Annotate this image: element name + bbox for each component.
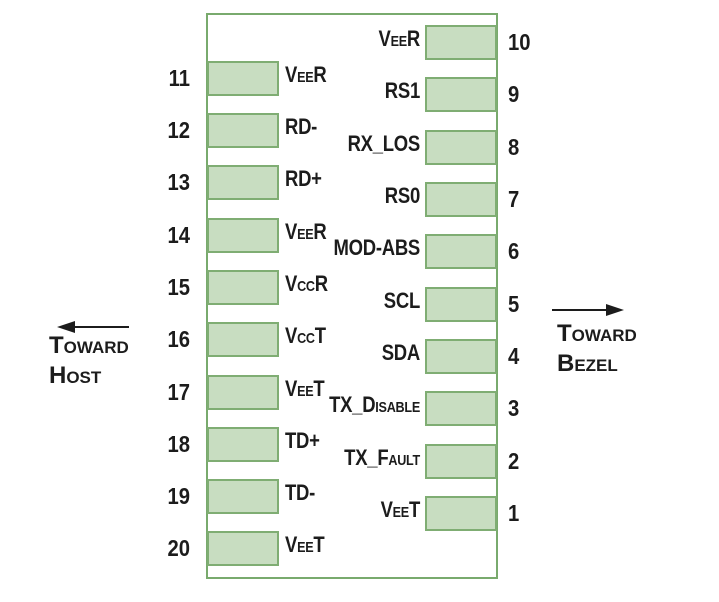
pin-row: 11 VeeR — [0, 61, 719, 96]
pin-pad — [425, 287, 497, 322]
pin-row: SCL 5 — [0, 287, 719, 322]
pin-pad — [425, 25, 497, 60]
pin-row: RS0 7 — [0, 182, 719, 217]
pin-label: VeeT — [285, 376, 325, 401]
pin-row: 16 VccT — [0, 322, 719, 357]
pin-number: 18 — [167, 431, 190, 457]
pin-number: 3 — [508, 395, 520, 421]
toward-host-label-line2: Host — [49, 362, 102, 389]
pin-number: 20 — [167, 535, 190, 561]
pin-number: 1 — [508, 500, 520, 526]
pin-row: 17 VeeT — [0, 375, 719, 410]
pin-pad — [207, 113, 279, 148]
pin-pad — [207, 322, 279, 357]
pin-pad — [425, 234, 497, 269]
pin-label: RX_LOS — [347, 131, 421, 156]
pin-pad — [207, 270, 279, 305]
pin-number: 6 — [508, 238, 520, 264]
pin-label: SCL — [383, 288, 420, 313]
pin-row: 13 RD+ — [0, 165, 719, 200]
pin-number: 4 — [508, 343, 520, 369]
pin-label: RD- — [285, 114, 318, 139]
toward-bezel-label-line2: Bezel — [557, 350, 618, 377]
pin-label: TD- — [285, 480, 316, 505]
pin-pad — [207, 218, 279, 253]
pin-row: 20 VeeT — [0, 531, 719, 566]
pin-label: RD+ — [285, 166, 322, 191]
pin-label: RS1 — [384, 78, 420, 103]
pin-number: 14 — [167, 222, 190, 248]
pin-number: 5 — [508, 291, 520, 317]
pin-row: 12 RD- — [0, 113, 719, 148]
pin-pad — [425, 77, 497, 112]
pin-pad — [207, 427, 279, 462]
pin-pad — [425, 339, 497, 374]
pin-pad — [425, 130, 497, 165]
pin-row: VeeR 10 — [0, 25, 719, 60]
pin-row: MOD-ABS 6 — [0, 234, 719, 269]
pin-number: 7 — [508, 186, 520, 212]
toward-bezel-arrow — [552, 303, 624, 317]
pin-row: RS1 9 — [0, 77, 719, 112]
pin-number: 8 — [508, 134, 520, 160]
pin-label: VeeR — [378, 26, 421, 51]
left-arrow-icon — [57, 321, 75, 333]
pin-number: 9 — [508, 81, 520, 107]
pin-row: 19 TD- — [0, 479, 719, 514]
pin-row: VeeT 1 — [0, 496, 719, 531]
pin-label: TD+ — [285, 428, 320, 453]
pin-row: 14 VeeR — [0, 218, 719, 253]
pin-label: VeeT — [380, 497, 421, 522]
pin-number: 10 — [508, 29, 531, 55]
pin-row: TX_Fault 2 — [0, 444, 719, 479]
pin-pad — [425, 444, 497, 479]
pin-pad — [425, 391, 497, 426]
toward-host-label-line1: Toward — [49, 332, 129, 359]
pin-number: 13 — [167, 169, 190, 195]
pin-label: VeeR — [285, 219, 327, 244]
pin-number: 17 — [167, 379, 190, 405]
pin-row: 18 TD+ — [0, 427, 719, 462]
pin-label: VccR — [285, 271, 328, 296]
pin-pad — [425, 182, 497, 217]
pin-label: SDA — [381, 340, 421, 365]
pin-row: TX_Disable 3 — [0, 391, 719, 426]
pin-number: 15 — [167, 274, 190, 300]
arrow-shaft — [552, 309, 606, 311]
pin-label: VeeR — [285, 62, 327, 87]
pin-pad — [425, 496, 497, 531]
right-arrow-icon — [606, 304, 624, 316]
pin-number: 11 — [168, 65, 190, 91]
toward-host-arrow — [57, 320, 129, 334]
pin-label: TX_Disable — [329, 392, 420, 417]
pin-pad — [207, 61, 279, 96]
pin-label: VccT — [285, 323, 326, 348]
pin-pad — [207, 165, 279, 200]
pin-number: 2 — [508, 448, 520, 474]
pin-pad — [207, 531, 279, 566]
pin-label: MOD-ABS — [333, 235, 420, 260]
pin-pad — [207, 479, 279, 514]
pin-label: TX_Fault — [344, 445, 420, 470]
toward-bezel-label-line1: Toward — [557, 320, 637, 347]
pin-number: 12 — [167, 117, 190, 143]
pin-label: RS0 — [384, 183, 420, 208]
pin-row: 15 VccR — [0, 270, 719, 305]
pin-number: 19 — [167, 483, 190, 509]
arrow-shaft — [75, 326, 129, 328]
pin-number: 16 — [167, 326, 190, 352]
pin-row: SDA 4 — [0, 339, 719, 374]
pin-pad — [207, 375, 279, 410]
pin-row: RX_LOS 8 — [0, 130, 719, 165]
pin-label: VeeT — [285, 532, 325, 557]
